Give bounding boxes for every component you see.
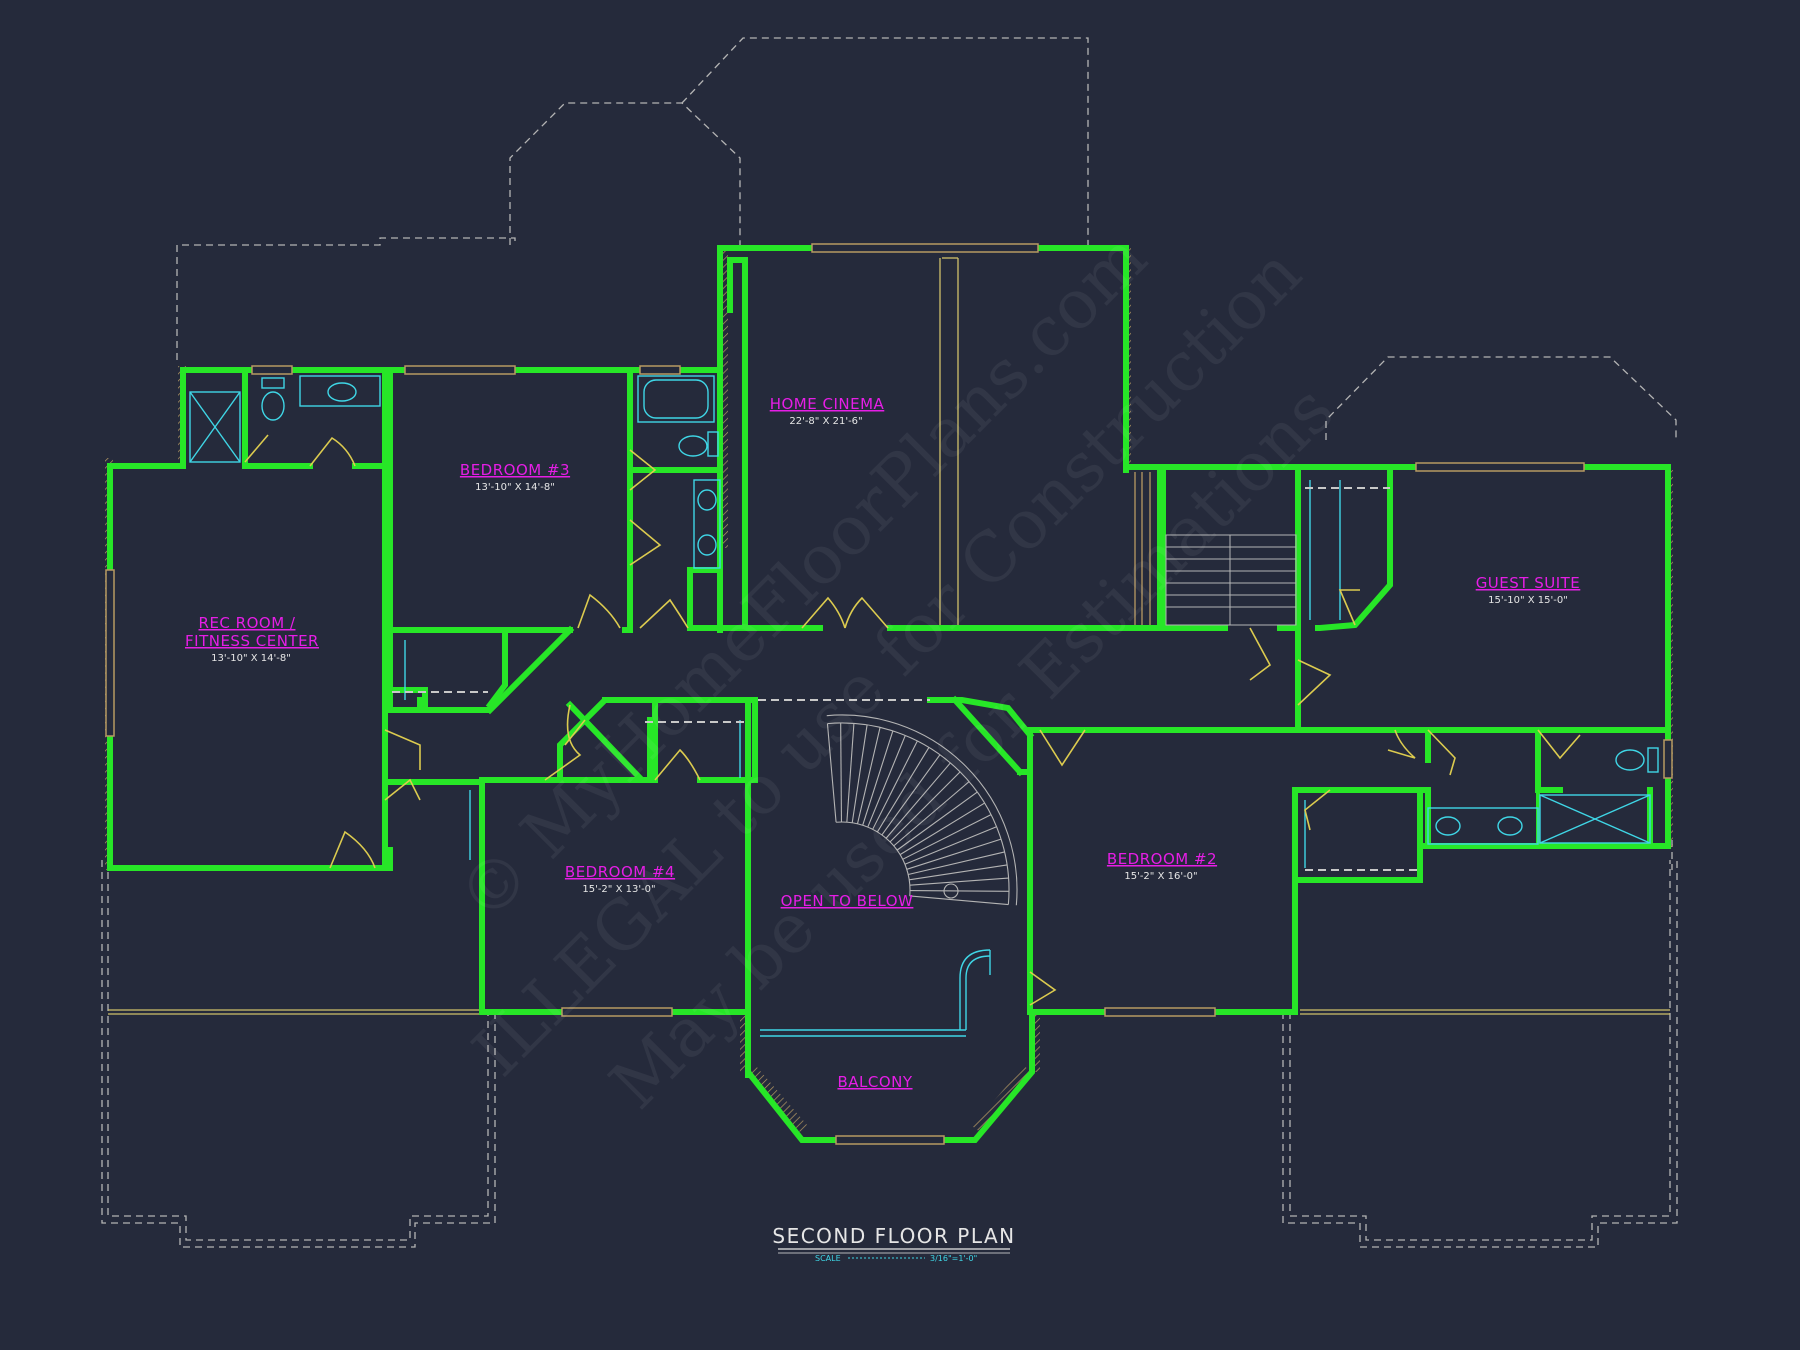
stair-tread: [906, 838, 1002, 870]
watermark: © MyHomeFloorPlans.com ILLEGAL to use fo…: [443, 218, 1349, 1124]
rec-room-label-line-2: FITNESS CENTER: [185, 632, 319, 650]
stair-arc: [836, 821, 911, 896]
rec-room-dimensions: 13'-10" X 14'-8": [211, 653, 291, 664]
home-cinema-dimensions: 22'-8" X 21'-6": [789, 416, 862, 427]
bedroom-4-dimensions: 15'-2" X 13'-0": [582, 884, 655, 895]
stair-tread: [889, 771, 961, 843]
stair-tread: [893, 781, 970, 847]
home-cinema-label: HOME CINEMA: [770, 395, 885, 413]
bedroom-2-dimensions: 15'-2" X 16'-0": [1124, 871, 1197, 882]
straight-stairs: [1165, 534, 1297, 626]
stair-tread: [909, 864, 1008, 881]
stair-tread: [851, 724, 868, 823]
scale-value: 3/16"=1'-0": [930, 1254, 977, 1263]
stair-tread: [885, 762, 951, 839]
stair-tread: [909, 877, 1009, 886]
upper-cabinets: [392, 487, 1420, 871]
stair-tread: [909, 889, 1009, 892]
balcony-label: BALCONY: [837, 1073, 912, 1091]
stair-tread: [867, 735, 906, 828]
watermark-line-2: ILLEGAL to use for Construction: [458, 233, 1316, 1091]
bedroom-4-label: BEDROOM #4: [565, 863, 675, 881]
stair-tread: [826, 723, 837, 823]
guest-suite-dimensions: 15'-10" X 15'-0": [1488, 595, 1568, 606]
stair-arc: [826, 714, 1018, 906]
doors: [244, 434, 1581, 1006]
bedroom-3-dimensions: 13'-10" X 14'-8": [475, 482, 555, 493]
scale-label: SCALE: [815, 1254, 841, 1263]
title-block: SECOND FLOOR PLAN SCALE 3/16"=1'-0": [772, 1224, 1015, 1263]
stair-tread: [856, 727, 881, 824]
bedroom-2-label: BEDROOM #2: [1107, 850, 1217, 868]
guest-suite-label: GUEST SUITE: [1476, 574, 1581, 592]
stair-tread: [904, 826, 997, 865]
stair-tread: [876, 747, 930, 833]
stair-rails: [1134, 472, 1151, 625]
stair-newel: [943, 883, 959, 899]
watermark-line-1: © MyHomeFloorPlans.com: [443, 218, 1162, 937]
stair-tread: [909, 895, 1009, 906]
rec-room-label-line-1: REC ROOM /: [199, 614, 296, 632]
fixtures: [189, 375, 1659, 1037]
stair-tread: [899, 802, 985, 856]
stair-tread: [862, 730, 894, 826]
room-labels: REC ROOM / FITNESS CENTER 13'-10" X 14'-…: [185, 395, 1580, 1091]
bedroom-3-label: BEDROOM #3: [460, 461, 570, 479]
cinema-divider: [939, 257, 959, 625]
curved-stairs: [826, 714, 1018, 906]
plan-title: SECOND FLOOR PLAN: [772, 1224, 1015, 1248]
stair-tread: [881, 754, 941, 836]
stair-tread: [902, 814, 992, 860]
windows: [105, 243, 1673, 1145]
eave-lines: [108, 1009, 1670, 1015]
stair-tread: [872, 740, 918, 830]
stair-tread: [840, 723, 843, 823]
stair-tread: [846, 723, 855, 823]
stair-tread: [908, 851, 1005, 876]
open-to-below-label: OPEN TO BELOW: [781, 892, 914, 910]
stair-tread: [896, 791, 978, 851]
